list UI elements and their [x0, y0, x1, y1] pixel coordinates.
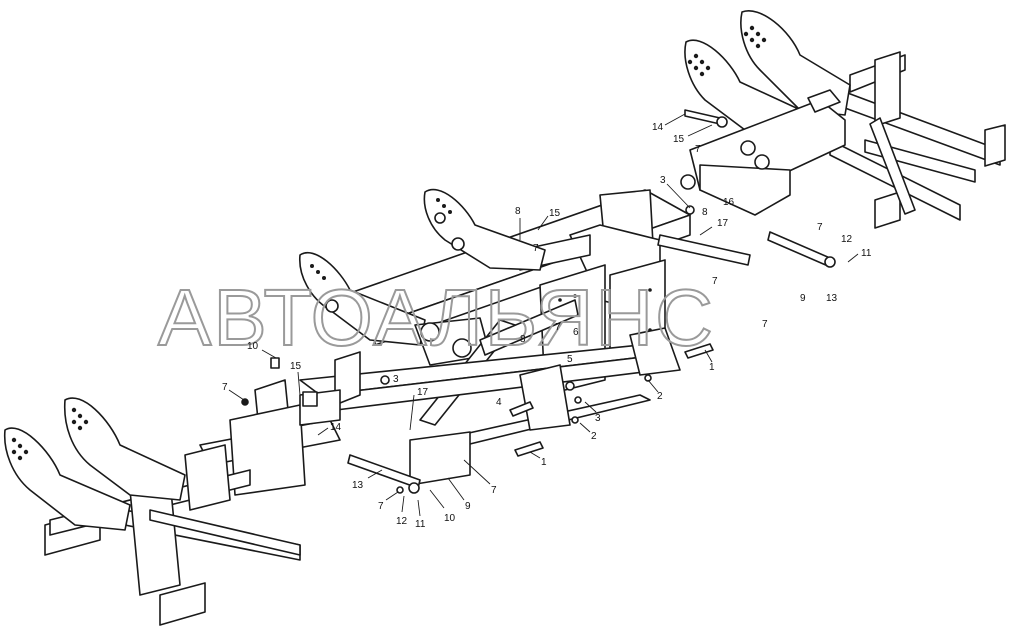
callout-label: 3 [660, 175, 666, 186]
loose-hardware [241, 109, 836, 494]
callout-label: 7 [222, 382, 228, 393]
callout-label: 5 [567, 354, 573, 365]
callout-label: 15 [549, 208, 561, 219]
callout-label: 14 [652, 122, 664, 133]
callout-label: 17 [717, 218, 729, 229]
callout-label: 7 [491, 485, 497, 496]
front-beam [299, 327, 681, 486]
callout-label: 16 [723, 197, 735, 208]
callouts: 14 15 7 16 3 8 17 7 12 11 9 13 8 15 7 7 … [222, 113, 872, 530]
callout-label: 13 [826, 293, 838, 304]
right-hitch-bracket [680, 89, 846, 216]
watermark-text: АВТОАЛЬЯНС [158, 273, 715, 362]
rear-frame-assembly [829, 51, 1006, 229]
callout-label: 3 [595, 413, 601, 424]
callout-label: 10 [247, 341, 259, 352]
callout-label: 11 [415, 519, 426, 530]
callout-label: 3 [393, 374, 399, 385]
callout-label: 10 [444, 513, 456, 524]
callout-label: 17 [417, 387, 429, 398]
left-side-plates [3, 397, 186, 531]
right-side-plates [684, 10, 851, 141]
callout-label: 7 [555, 322, 561, 333]
callout-label: 7 [817, 222, 823, 233]
callout-label: 12 [396, 516, 408, 527]
callout-label: 8 [515, 206, 521, 217]
callout-label: 9 [465, 501, 471, 512]
callout-label: 4 [496, 397, 502, 408]
callout-label: 1 [541, 457, 547, 468]
callout-label: 1 [709, 362, 715, 373]
callout-label: 11 [861, 248, 872, 259]
callout-label: 6 [573, 327, 579, 338]
callout-label: 7 [762, 319, 768, 330]
callout-label: 7 [378, 501, 384, 512]
callout-label: 7 [695, 144, 701, 155]
callout-label: 2 [591, 431, 597, 442]
callout-label: 12 [841, 234, 853, 245]
callout-label: 14 [330, 422, 342, 433]
callout-label: 2 [657, 391, 663, 402]
callout-label: 9 [800, 293, 806, 304]
center-side-plates [299, 189, 546, 346]
callout-label: 8 [702, 207, 708, 218]
callout-label: 15 [673, 134, 685, 145]
callout-label: 7 [533, 243, 539, 254]
front-frame-assembly [44, 444, 301, 626]
callout-label: 8 [520, 334, 526, 345]
callout-label: 13 [352, 480, 364, 491]
callout-label: 15 [290, 361, 302, 372]
callout-label: 7 [712, 276, 718, 287]
